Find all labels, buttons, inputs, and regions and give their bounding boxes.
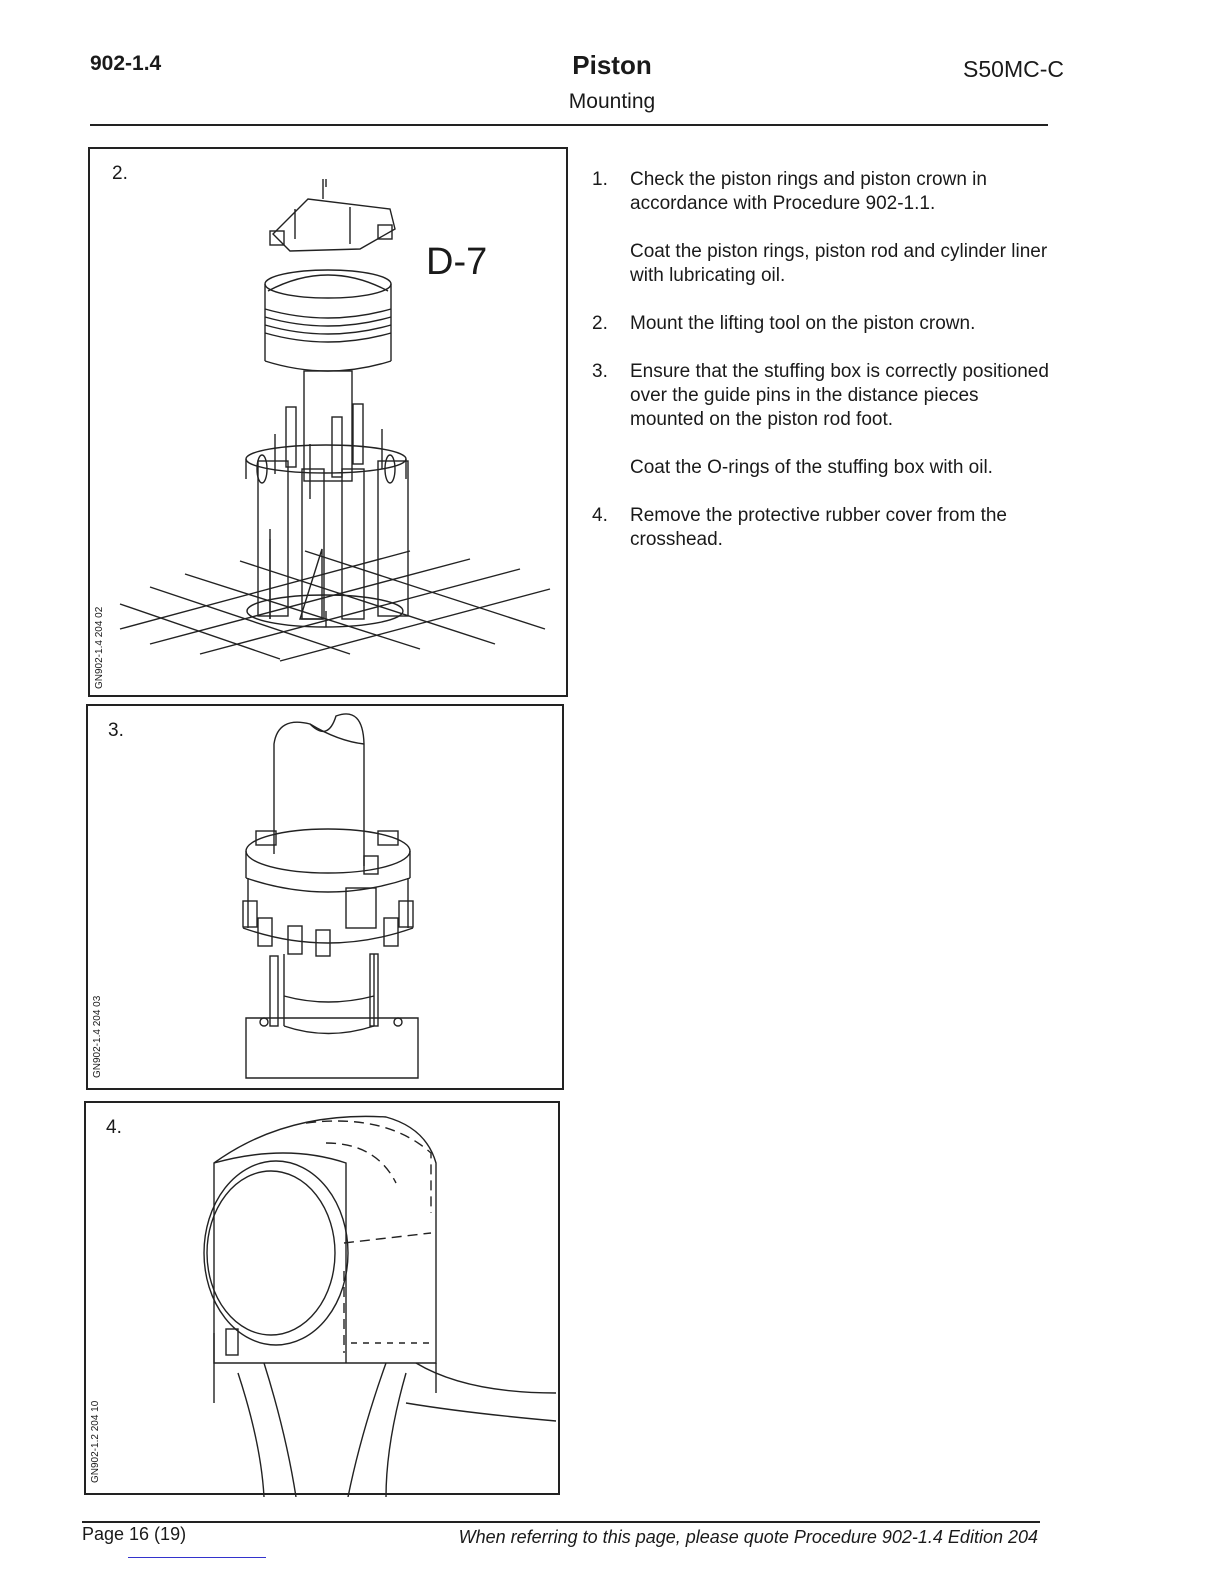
step-text: Check the piston rings and piston crown … [630, 169, 987, 214]
step-item: 1. Check the piston rings and piston cro… [592, 168, 1052, 288]
page-number: Page 16 (19) [82, 1524, 187, 1544]
document-number: 902-1.4 [90, 52, 162, 75]
figure-2-illustration [119, 179, 551, 662]
step-number: 1. [592, 169, 608, 190]
step-number: 3. [592, 361, 608, 382]
step-text: Coat the O-rings of the stuffing box wit… [630, 457, 993, 478]
footer-mark [128, 1557, 266, 1558]
step-text: Remove the protective rubber cover from … [630, 505, 1008, 550]
page-title: Piston [572, 50, 652, 80]
figure-code: GN902-1.4 204 03 [92, 995, 103, 1078]
figure-label: D-7 [426, 241, 488, 283]
step-item: 4. Remove the protective rubber cover fr… [592, 504, 1052, 552]
figure-3-illustration [242, 713, 419, 1079]
figure-panel-3: 3. GN902-1.4 204 03 [86, 704, 564, 1090]
engine-model: S50MC-C [963, 56, 1064, 82]
figure-number: 4. [106, 1117, 122, 1138]
step-number: 4. [592, 505, 608, 526]
figure-4-illustration [203, 1115, 557, 1497]
figure-number: 3. [108, 720, 124, 741]
step-text: Mount the lifting tool on the piston cro… [630, 313, 976, 334]
header-rule [90, 124, 1048, 126]
footer-rule [82, 1521, 1040, 1523]
page-subtitle: Mounting [568, 90, 656, 113]
figure-number: 2. [112, 163, 128, 184]
step-item: 3. Ensure that the stuffing box is corre… [592, 360, 1052, 480]
procedure-steps: 1. Check the piston rings and piston cro… [592, 168, 1052, 576]
step-text: Coat the piston rings, piston rod and cy… [630, 241, 1048, 286]
figure-panel-4: 4. GN902-1.2 204 10 [84, 1101, 560, 1497]
figure-panel-2: 2. D-7 GN902-1.4 204 02 [88, 147, 568, 697]
figure-code: GN902-1.2 204 10 [90, 1400, 101, 1483]
figure-code: GN902-1.4 204 02 [94, 606, 105, 689]
step-text: Ensure that the stuffing box is correctl… [630, 361, 1049, 430]
step-item: 2. Mount the lifting tool on the piston … [592, 312, 1052, 336]
footer-note: When referring to this page, please quot… [458, 1527, 1038, 1547]
step-number: 2. [592, 313, 608, 334]
